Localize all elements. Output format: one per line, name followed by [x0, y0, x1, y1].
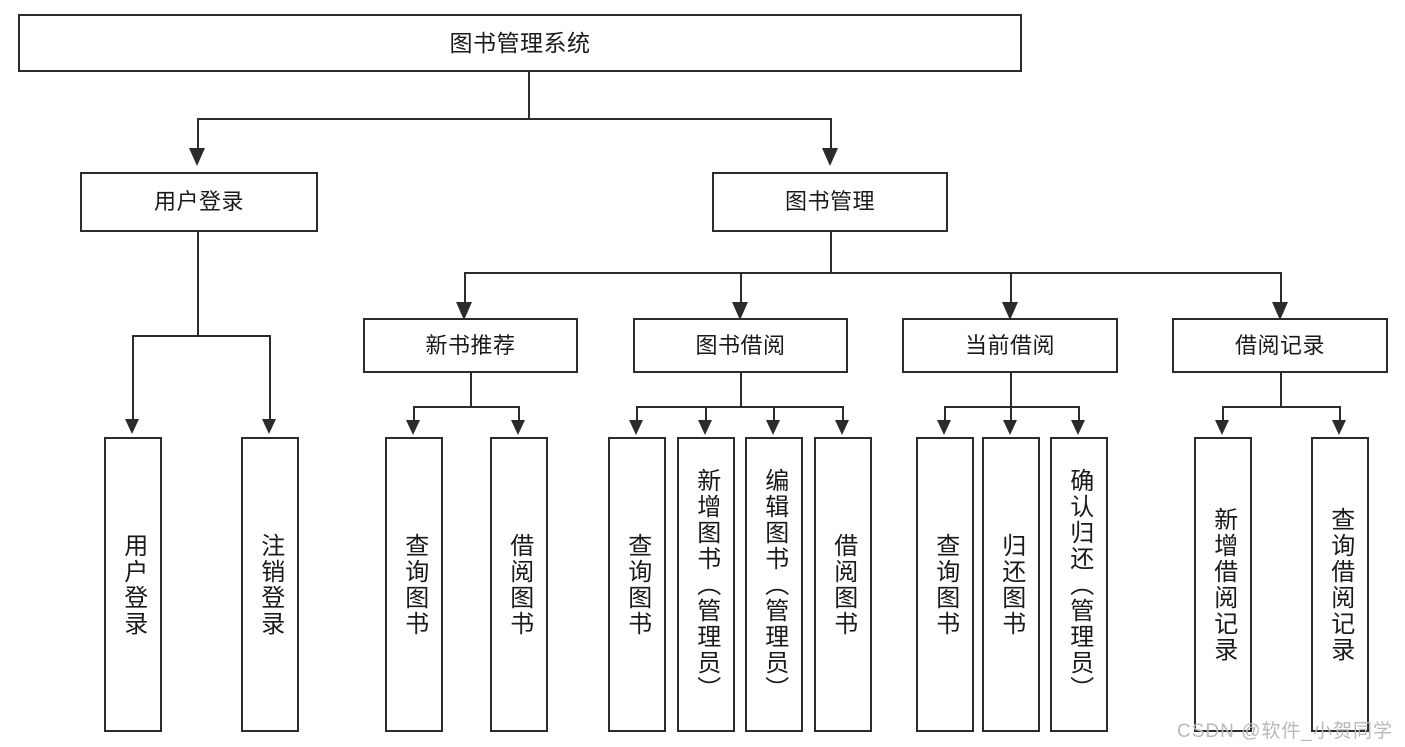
connector-drop-bb-edit [773, 406, 775, 422]
csdn-watermark: CSDN @软件_小贺同学 [1177, 721, 1393, 742]
arrow-borrow-record [1272, 302, 1288, 320]
arrow-bb-query [629, 420, 643, 435]
connector-borrow-record-bar [1222, 406, 1339, 408]
connector-drop-leaf-logout [269, 335, 271, 421]
node-label: 确认归还（管理员） [1065, 467, 1093, 702]
connector-drop-leaf-user-login [132, 335, 134, 421]
connector-drop-book-management [830, 118, 832, 150]
node-label: 图书借阅 [695, 332, 786, 358]
leaf-cb-confirm-return-admin[interactable]: 确认归还（管理员） [1050, 437, 1108, 732]
arrow-user-login [189, 148, 205, 166]
node-book-management[interactable]: 图书管理 [712, 172, 948, 232]
node-label: 用户登录 [153, 189, 244, 215]
arrow-current-borrow [1002, 302, 1018, 320]
connector-drop-user-login [197, 118, 199, 150]
connector-drop-br-add [1222, 406, 1224, 422]
leaf-nbr-borrow-book[interactable]: 借阅图书 [490, 437, 548, 732]
connector-drop-nbr-query [413, 406, 415, 422]
leaf-logout[interactable]: 注销登录 [241, 437, 299, 732]
connector-level2-bar [197, 118, 830, 120]
node-label: 借阅记录 [1234, 332, 1325, 358]
node-label: 归还图书 [997, 532, 1025, 637]
connector-book-borrow-bar [636, 406, 842, 408]
leaf-cb-return-book[interactable]: 归还图书 [982, 437, 1040, 732]
node-label: 当前借阅 [964, 332, 1055, 358]
arrow-br-add [1215, 420, 1229, 435]
node-label: 查询图书 [623, 532, 651, 637]
connector-drop-bb-borrow [842, 406, 844, 422]
connector-drop-current-borrow [1010, 272, 1012, 304]
connector-root-stem [528, 72, 530, 118]
arrow-nbr-borrow [511, 420, 525, 435]
node-borrow-record[interactable]: 借阅记录 [1172, 318, 1388, 373]
node-label: 编辑图书（管理员） [760, 467, 788, 702]
arrow-cb-return [1003, 420, 1017, 435]
arrow-leaf-logout [262, 419, 276, 434]
leaf-cb-query-book[interactable]: 查询图书 [916, 437, 974, 732]
connector-drop-cb-query [944, 406, 946, 422]
connector-drop-cb-return [1010, 406, 1012, 422]
node-current-borrow[interactable]: 当前借阅 [902, 318, 1118, 373]
leaf-bb-edit-book-admin[interactable]: 编辑图书（管理员） [745, 437, 803, 732]
connector-level3-bar [464, 272, 1280, 274]
node-user-login[interactable]: 用户登录 [80, 172, 318, 232]
connector-new-book-recommend-stem [470, 373, 472, 406]
node-root-book-management-system[interactable]: 图书管理系统 [18, 14, 1022, 72]
connector-current-borrow-stem [1010, 373, 1012, 406]
node-label: 查询图书 [400, 532, 428, 637]
connector-drop-bb-query [636, 406, 638, 422]
arrow-new-book-recommend [456, 302, 472, 320]
connector-book-borrow-stem [740, 373, 742, 406]
node-label: 借阅图书 [505, 532, 533, 637]
leaf-bb-query-book[interactable]: 查询图书 [608, 437, 666, 732]
leaf-user-login[interactable]: 用户登录 [104, 437, 162, 732]
arrow-book-management [822, 148, 838, 166]
connector-drop-new-book-recommend [464, 272, 466, 304]
connector-user-login-stem [197, 232, 199, 335]
node-label: 借阅图书 [829, 532, 857, 637]
arrow-cb-confirm [1071, 420, 1085, 435]
connector-drop-nbr-borrow [518, 406, 520, 422]
node-label: 新增图书（管理员） [692, 467, 720, 702]
leaf-nbr-query-book[interactable]: 查询图书 [385, 437, 443, 732]
arrow-nbr-query [406, 420, 420, 435]
node-label: 图书管理系统 [449, 29, 591, 56]
connector-drop-bb-add [705, 406, 707, 422]
arrow-leaf-user-login [125, 419, 139, 434]
leaf-bb-borrow-book[interactable]: 借阅图书 [814, 437, 872, 732]
connector-user-login-bar [132, 335, 269, 337]
arrow-bb-edit [766, 420, 780, 435]
arrow-bb-add [698, 420, 712, 435]
node-label: 新书推荐 [425, 332, 516, 358]
connector-drop-br-query [1339, 406, 1341, 422]
arrow-bb-borrow [835, 420, 849, 435]
node-label: 查询图书 [931, 532, 959, 637]
arrow-br-query [1332, 420, 1346, 435]
connector-borrow-record-stem [1280, 373, 1282, 406]
connector-drop-book-borrow [740, 272, 742, 304]
node-label: 查询借阅记录 [1326, 506, 1354, 663]
connector-new-book-recommend-bar [413, 406, 518, 408]
node-label: 新增借阅记录 [1209, 506, 1237, 663]
node-new-book-recommend[interactable]: 新书推荐 [363, 318, 578, 373]
node-label: 图书管理 [784, 189, 875, 215]
arrow-cb-query [937, 420, 951, 435]
connector-drop-cb-confirm [1078, 406, 1080, 422]
node-label: 用户登录 [119, 532, 147, 637]
node-label: 注销登录 [256, 532, 284, 637]
connector-drop-borrow-record [1280, 272, 1282, 304]
node-book-borrow[interactable]: 图书借阅 [633, 318, 848, 373]
leaf-bb-add-book-admin[interactable]: 新增图书（管理员） [677, 437, 735, 732]
connector-book-management-stem [830, 232, 832, 272]
arrow-book-borrow [732, 302, 748, 320]
leaf-br-add-record[interactable]: 新增借阅记录 [1194, 437, 1252, 732]
leaf-br-query-record[interactable]: 查询借阅记录 [1311, 437, 1369, 732]
